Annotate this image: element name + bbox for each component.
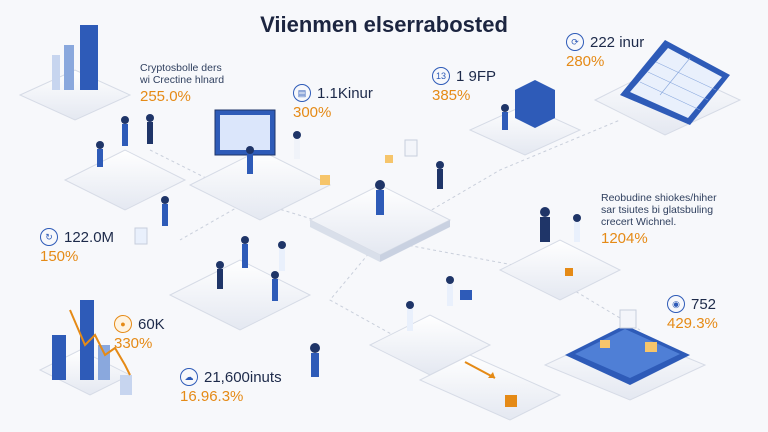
stat-bottom-right: ◉ 752 429.3% [667, 295, 718, 332]
stat-left-mid: ↻ 122.0M 150% [40, 228, 114, 265]
laptop-platform [593, 40, 742, 136]
stat-percent: 280% [566, 53, 605, 70]
device-platform [543, 309, 707, 401]
stat-description-line: Reobudine shiokes/hiher [601, 192, 717, 204]
stat-description-line: crecert Wichnel. [601, 216, 677, 228]
stat-value: 60K [138, 315, 165, 333]
page-title: Viienmen elserrabosted [260, 12, 508, 37]
stat-top-right: ⟳ 222 inur 280% [566, 33, 644, 70]
person-bottom-center [310, 343, 320, 377]
stat-percent: 1204% [601, 230, 648, 247]
stat-percent: 330% [114, 335, 153, 352]
stat-percent: 255.0% [140, 88, 191, 105]
stat-top-left: Cryptosbolle ders wi Crectine hlnard 255… [140, 62, 224, 105]
stat-value: 1.1Kinur [317, 84, 373, 102]
stat-left-low: ● 60K 330% [114, 315, 165, 352]
platform-team-left [63, 114, 187, 211]
clock-icon: ⟳ [566, 33, 584, 51]
stat-top-mid: ▤ 1.1Kinur 300% [293, 84, 373, 121]
stat-value: 222 inur [590, 33, 645, 51]
stat-value: 1 9FP [456, 67, 497, 85]
user-icon: ◉ [667, 295, 685, 313]
stat-percent: 150% [40, 248, 79, 265]
stat-value: 752 [691, 295, 717, 313]
stat-description-line: sar tsiutes bi glatsbuling [601, 204, 714, 216]
platform-right-mid [498, 207, 622, 301]
chart-icon: ▤ [293, 84, 311, 102]
stat-value: 122.0M [64, 228, 115, 246]
platform-center [308, 139, 452, 262]
refresh-icon: ↻ [40, 228, 58, 246]
stat-mid-top: 13 1 9FP 385% [432, 67, 496, 104]
server-platform [468, 80, 582, 156]
platform-left-people [134, 196, 312, 331]
stat-percent: 385% [432, 87, 471, 104]
presentation-board [188, 109, 332, 221]
number-badge: 13 [432, 67, 450, 85]
stat-percent: 300% [293, 104, 332, 121]
coin-icon: ● [114, 315, 132, 333]
stat-bottom-mid: ☁ 21,600inuts 16.96.3% [180, 368, 282, 405]
stat-right-mid: Reobudine shiokes/hiher sar tsiutes bi g… [601, 192, 717, 247]
bar-chart-illustration [38, 300, 132, 396]
stat-description-line: Cryptosbolle ders [140, 62, 222, 74]
stat-description-line: wi Crectine hlnard [140, 74, 225, 86]
stat-percent: 429.3% [667, 315, 718, 332]
arrow-platform [368, 276, 562, 421]
stat-value: 21,600inuts [204, 368, 282, 386]
platform-top-left [18, 25, 132, 121]
cloud-icon: ☁ [180, 368, 198, 386]
stat-percent: 16.96.3% [180, 388, 244, 405]
